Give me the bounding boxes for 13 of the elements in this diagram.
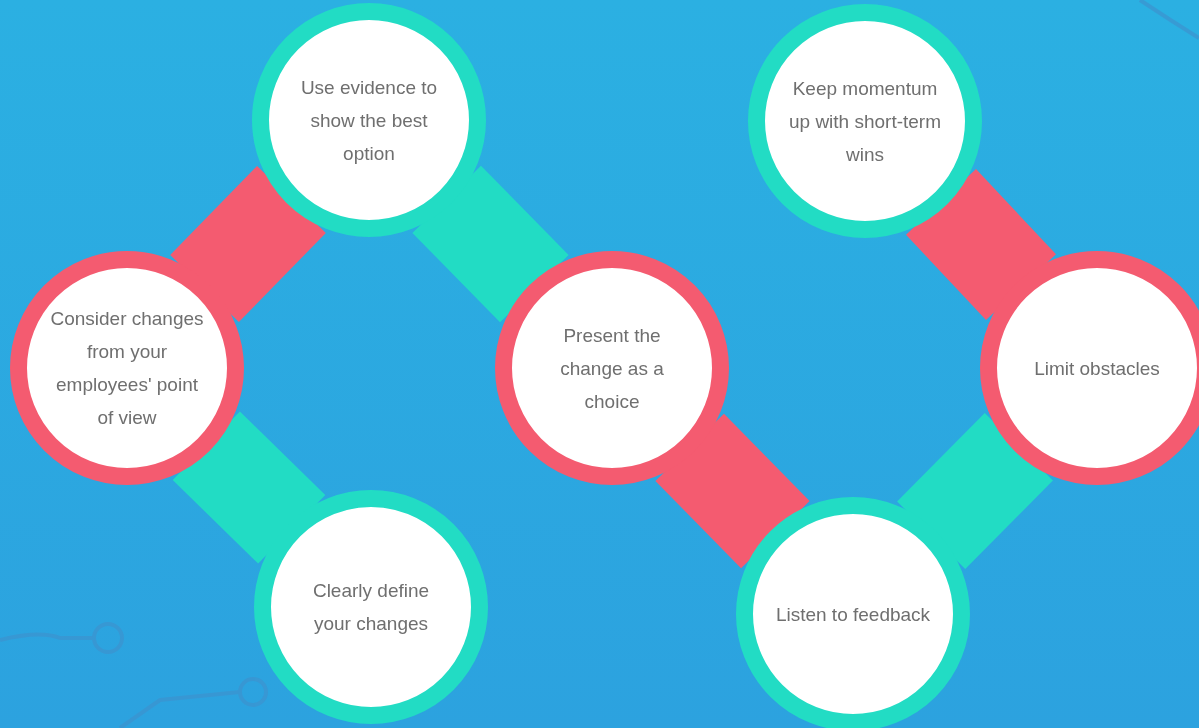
step-text: Listen to feedback [774, 602, 932, 627]
connector-band [897, 412, 1053, 570]
step-text: Consider changes from your employees' point of view [49, 307, 205, 430]
connector-band [655, 413, 810, 569]
step-text: Use evidence to show the best option [299, 75, 439, 166]
step-text: Clearly define your changes [311, 579, 431, 636]
connector-band [412, 165, 569, 323]
step-text: Limit obstacles [1033, 356, 1161, 381]
connector-band [906, 168, 1056, 321]
step-text: Keep momentum up with short-term wins [787, 76, 942, 167]
connector-band [172, 411, 326, 564]
step-text: Present the change as a choice [559, 323, 665, 414]
connector-band [170, 166, 326, 322]
